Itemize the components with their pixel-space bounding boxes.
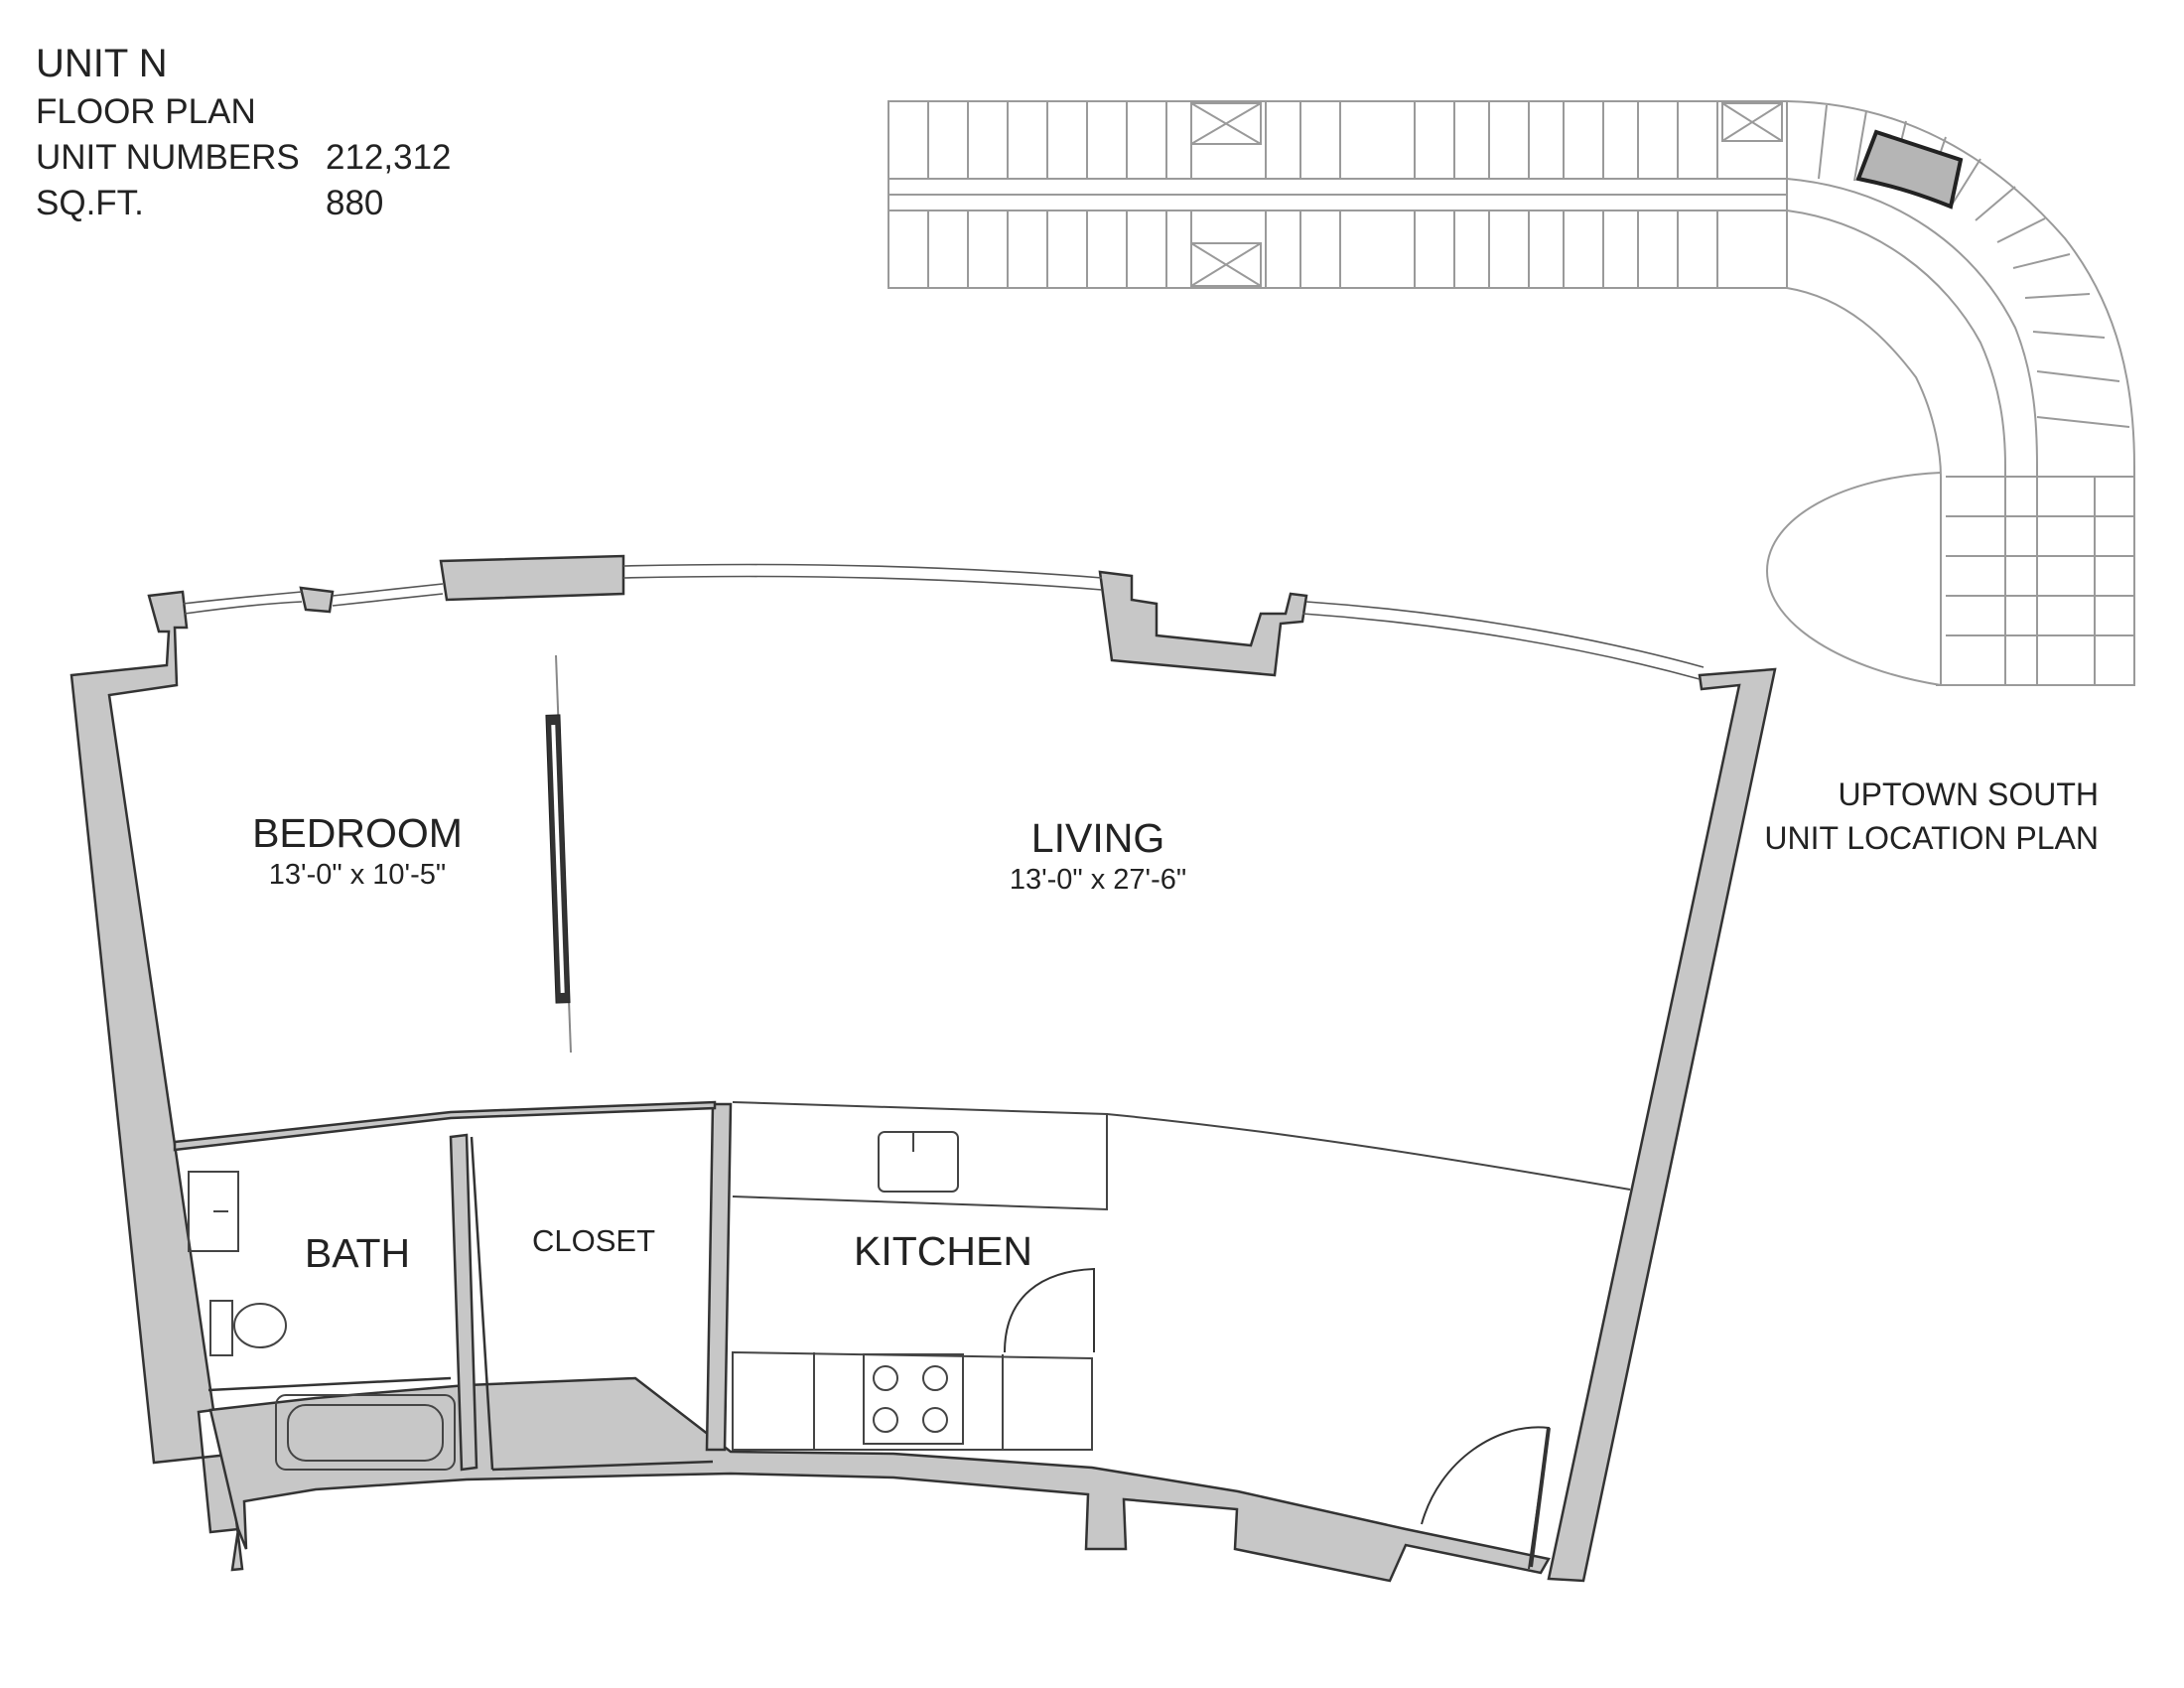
unit-numbers-value: 212,312 (326, 138, 452, 177)
interior-walls (173, 1100, 733, 1472)
key-plan-curve-outer (1786, 100, 2135, 686)
room-living: LIVING 13'-0" x 27'-6" (1010, 814, 1186, 898)
unit-title: UNIT N (36, 42, 168, 85)
kitchen-sink (878, 1131, 959, 1193)
key-plan-unit-highlight (1855, 129, 1964, 210)
kitchen-name: KITCHEN (854, 1228, 1032, 1274)
key-plan-courtyard (1765, 472, 1942, 686)
unit-info: UNIT N FLOOR PLAN UNIT NUMBERS 212,312 S… (36, 38, 452, 226)
toilet (233, 1303, 287, 1348)
bath-fixtures (188, 1171, 456, 1471)
living-dims: 13'-0" x 27'-6" (1009, 864, 1187, 896)
sqft-value: 880 (326, 184, 384, 222)
pantry-door (1004, 1267, 1095, 1353)
right-wall (1547, 667, 1777, 1583)
room-kitchen: KITCHEN (854, 1227, 1032, 1275)
walls (69, 554, 1777, 1583)
sliding-partition (545, 654, 572, 1054)
unit-subtitle: FLOOR PLAN (36, 92, 256, 131)
sqft-label: SQ.FT. (36, 184, 144, 222)
bedroom-name: BEDROOM (252, 810, 463, 856)
closet-name: CLOSET (531, 1223, 656, 1258)
location-plan-label: UPTOWN SOUTH UNIT LOCATION PLAN (1764, 773, 2099, 860)
entry-door (1421, 1426, 1551, 1570)
room-closet: CLOSET (532, 1217, 655, 1265)
location-line-2: UNIT LOCATION PLAN (1764, 820, 2099, 856)
bottom-wall (208, 1376, 1551, 1583)
bathtub (275, 1394, 456, 1471)
sqft-row: SQ.FT. 880 (36, 181, 383, 226)
living-name: LIVING (1030, 815, 1165, 861)
bath-sink (188, 1171, 239, 1252)
windows (182, 563, 1705, 680)
key-plan (887, 100, 2135, 686)
location-line-1: UPTOWN SOUTH (1838, 776, 2099, 812)
room-bedroom: BEDROOM 13'-0" x 10'-5" (252, 809, 463, 893)
doors (1004, 1267, 1551, 1570)
room-bath: BATH (305, 1229, 410, 1277)
kitchen-counters (732, 1101, 1631, 1451)
bath-name: BATH (304, 1230, 411, 1276)
bedroom-dims: 13'-0" x 10'-5" (268, 859, 447, 891)
unit-numbers-row: UNIT NUMBERS 212,312 (36, 135, 452, 181)
unit-numbers-label: UNIT NUMBERS (36, 138, 300, 177)
left-wall (69, 590, 244, 1572)
cooktop (863, 1353, 964, 1445)
